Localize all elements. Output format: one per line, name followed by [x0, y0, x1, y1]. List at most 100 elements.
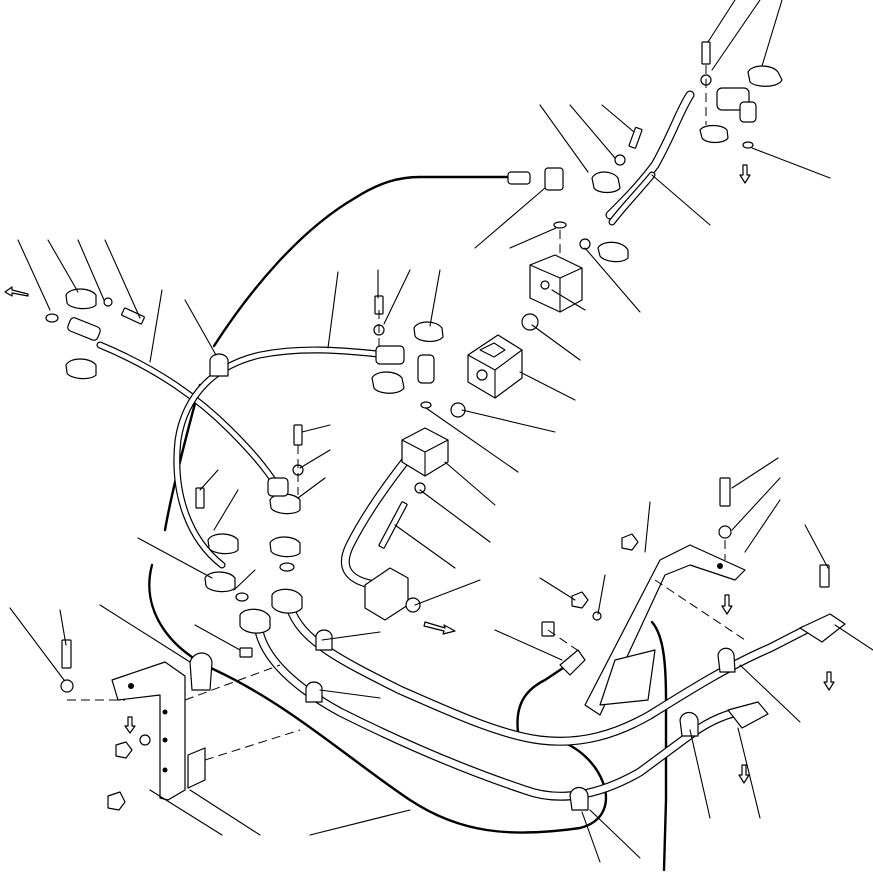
tube-c-outline: [345, 450, 414, 585]
nut-left-bracket-upper: [116, 742, 132, 758]
callout-leader-line-11: [552, 290, 585, 310]
arrow-down-lower-right: [739, 765, 749, 783]
callout-leader-line-47: [495, 630, 562, 660]
o-ring-mid-right: [554, 222, 566, 228]
tube-end-bracket-lower-right: [728, 702, 768, 728]
bolt-mid-right: [629, 127, 642, 148]
callout-leader-line-8: [602, 105, 634, 132]
dash-left-bracket-2: [185, 665, 300, 760]
washer-mid-right: [615, 155, 625, 165]
callout-leader-line-41: [10, 608, 64, 680]
callout-leader-line-40: [60, 610, 66, 645]
callout-leader-line-58: [738, 728, 760, 818]
arrow-left: [5, 287, 28, 296]
callout-leader-line-30: [185, 300, 216, 355]
callout-leader-line-21: [328, 272, 338, 348]
right-bracket-hole: [717, 563, 723, 569]
callout-leader-line-42: [322, 632, 380, 640]
split-flange-mid-right: [592, 172, 620, 193]
callout-leader-line-10: [510, 228, 556, 248]
callout-leader-line-53: [745, 500, 780, 552]
tube-clamp-bottom: [570, 788, 588, 811]
long-bolt: [379, 502, 408, 549]
elbow-outlet-top-right: [740, 102, 756, 122]
callout-leader-line-51: [732, 458, 778, 488]
arrow-down-far-right: [824, 672, 834, 690]
callout-leader-line-5: [652, 175, 710, 225]
callout-leader-line-16: [426, 408, 518, 472]
arrow-marking-on-valve: [480, 343, 505, 357]
callout-leader-line-32: [105, 240, 140, 318]
bolt-top-right: [702, 42, 710, 64]
right-bracket-gusset: [600, 650, 655, 705]
dash-center-right: [548, 630, 580, 652]
callout-leader-line-44: [310, 810, 410, 835]
left-bracket-hole-1: [128, 683, 134, 689]
tube-b: [290, 607, 805, 741]
center-elbow-fitting: [376, 346, 404, 364]
callout-leader-line-37: [234, 570, 255, 590]
center-short-cable: [517, 660, 575, 732]
split-flange-lower-top-right: [700, 126, 728, 143]
o-ring-by-tube-block: [406, 598, 420, 612]
cable-elbow-fitting: [545, 168, 563, 190]
left-bracket-hole-4: [162, 767, 168, 773]
bolt-left: [121, 308, 144, 325]
port-upper-block: [541, 281, 549, 289]
hose-loop: [177, 350, 378, 565]
callout-leader-line-25: [302, 425, 330, 432]
callout-leader-line-1: [708, 0, 735, 42]
nut-right-bracket-2: [572, 592, 588, 608]
callout-leader-line-38: [195, 625, 240, 650]
tube-block-lower-top: [402, 440, 448, 476]
hose-end-fitting-mid: [268, 478, 288, 496]
split-flange-left-lower: [66, 359, 96, 379]
callout-leader-line-7: [570, 105, 615, 158]
tube-clamp-center-b: [306, 682, 322, 702]
callout-leader-line-54: [805, 525, 828, 568]
bolt-mid-left: [294, 425, 302, 445]
o-ring-mid-left: [280, 563, 294, 571]
callout-leader-line-52: [732, 478, 780, 530]
lower-long-cable: [149, 565, 606, 833]
callout-leader-line-49: [598, 575, 605, 614]
bolt-center-right: [542, 622, 554, 636]
callout-leader-line-55: [835, 625, 873, 650]
split-flange-lower-left: [208, 534, 238, 554]
tube-end-bracket-right: [800, 614, 845, 642]
o-ring-small-mid-right: [580, 239, 590, 249]
callout-leader-line-46: [150, 790, 222, 835]
bolt-left-lower: [196, 488, 204, 508]
callout-leader-line-29: [200, 470, 218, 490]
left-bracket-hole-2: [162, 709, 168, 715]
tube-end-block: [365, 568, 408, 620]
callout-leader-line-43: [320, 690, 380, 698]
washer-left-bracket-2: [140, 735, 150, 745]
callout-leader-line-59: [590, 810, 640, 858]
split-flange-center-upper: [414, 322, 443, 341]
hose-clamp-upper: [210, 354, 228, 376]
callout-leader-line-24: [430, 270, 440, 326]
arrow-right-mid: [424, 622, 455, 634]
bolt-right-bracket: [720, 478, 730, 506]
callout-leader-line-27: [298, 478, 325, 498]
o-ring-left: [46, 314, 58, 322]
arrow-down-left-bracket: [125, 717, 135, 733]
hose-end-fitting-left: [67, 317, 102, 342]
bolt-tube-flange: [240, 648, 252, 657]
split-flange-lower-mid-right: [598, 242, 628, 261]
left-bracket-plate: [112, 662, 185, 800]
tube-clamp-right-lower: [680, 713, 698, 737]
split-flange-top-right: [748, 66, 782, 86]
control-cables: [149, 177, 666, 870]
center-elbow-outlet: [418, 355, 434, 383]
callout-leader-line-48: [540, 578, 575, 600]
washer-right-bracket: [719, 526, 731, 538]
callout-leader-line-60: [582, 812, 600, 862]
callout-leader-lines: [10, 0, 873, 862]
washer-right-bracket-2: [593, 612, 601, 620]
tube-d: [610, 95, 690, 215]
left-bracket-hole-3: [162, 737, 168, 743]
assembly-lines: [67, 65, 745, 760]
callout-leader-line-34: [48, 240, 78, 292]
